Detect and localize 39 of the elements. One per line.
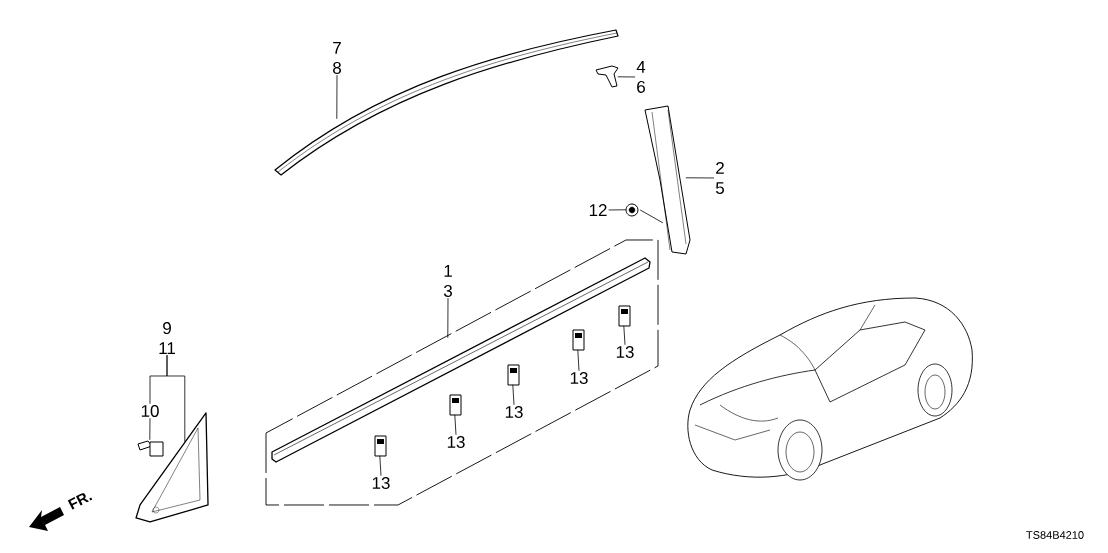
- callout-number: 2 5: [715, 161, 724, 194]
- clip-drawing: [572, 329, 585, 351]
- leader-line: [623, 325, 626, 346]
- clip-drawing: [374, 435, 387, 457]
- callout-number: 9 11: [159, 322, 175, 354]
- belt-molding-drawing: [271, 257, 651, 463]
- clip-drawing: [618, 305, 631, 327]
- callout-number: 13: [372, 476, 390, 489]
- drawing-code: TS84B4210: [1026, 531, 1084, 539]
- direction-label: FR.: [67, 493, 93, 510]
- leader-line: [639, 209, 664, 224]
- clip-drawing: [507, 364, 520, 386]
- clip-drawing: [595, 65, 619, 88]
- leader-line: [512, 384, 515, 406]
- dashed-bracket: [265, 239, 659, 506]
- fastener-drawing: [625, 203, 639, 217]
- leader-line: [617, 76, 636, 78]
- leader-line: [447, 297, 449, 339]
- pillar-garnish-drawing: [644, 105, 691, 255]
- roof-molding-drawing: [274, 29, 619, 176]
- callout-number: 10: [141, 404, 159, 417]
- callout-number: 13: [447, 435, 465, 448]
- leader-line: [166, 354, 186, 443]
- leader-line: [454, 414, 457, 436]
- callout-number: 13: [616, 345, 634, 358]
- callout-number: 13: [505, 405, 523, 418]
- callout-number: 13: [570, 371, 588, 384]
- leader-line: [608, 209, 627, 211]
- leader-line: [685, 177, 715, 179]
- callout-number: 1 3: [443, 265, 452, 297]
- callout-number: 4 6: [636, 61, 646, 93]
- clip-drawing: [449, 394, 462, 416]
- leader-line: [577, 349, 580, 372]
- callout-number: 12: [589, 204, 607, 216]
- leader-line: [336, 74, 338, 120]
- callout-number: 7 8: [333, 42, 341, 74]
- leader-line: [379, 455, 382, 477]
- leader-line: [149, 417, 151, 441]
- clip-drawing: [137, 440, 164, 457]
